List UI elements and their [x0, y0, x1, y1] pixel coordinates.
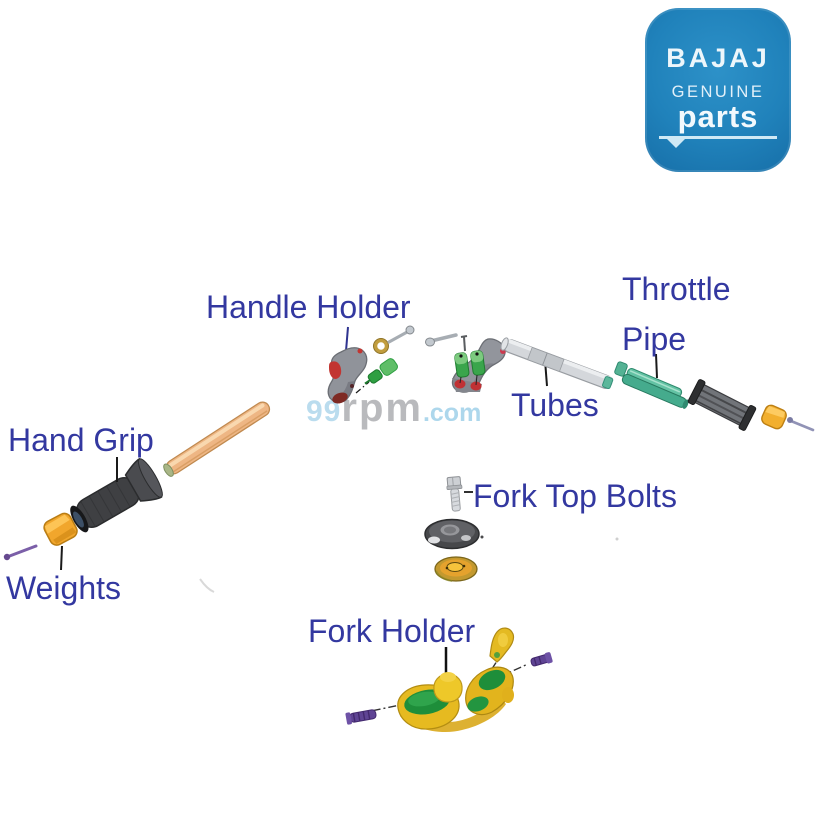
label-tubes: Tubes [511, 387, 599, 423]
hand-grip-part [70, 457, 163, 533]
right-grip-sleeve-part [687, 379, 757, 431]
scratch-mark [199, 578, 215, 593]
fork-tube-part [500, 337, 614, 390]
green-collar-part [614, 361, 628, 377]
watermark-rpm: rpm [341, 386, 423, 430]
label-weights: Weights [6, 570, 122, 606]
dark-washer-part [424, 518, 484, 550]
handle-holder-right-part [451, 338, 506, 393]
throttle-pipe-leader-line [655, 353, 658, 379]
speck-mark [615, 537, 619, 541]
label-throttle-pipe: Throttle Pipe [622, 264, 730, 364]
label-throttle-line2: Pipe [622, 321, 687, 357]
right-screw-part [787, 417, 815, 432]
bajaj-genuine-parts-logo: BAJAJ GENUINE parts [645, 8, 791, 172]
logo-underline [659, 136, 777, 148]
logo-arrow-icon [667, 139, 685, 148]
label-fork-top-bolts: Fork Top Bolts [473, 478, 677, 514]
left-weight-part [43, 512, 78, 546]
throttle-pipe-part [621, 368, 689, 409]
fork-holder-bolt-left-part [345, 709, 377, 725]
fork-top-bolt-part [446, 476, 463, 512]
label-throttle-line1: Throttle [622, 271, 731, 307]
weights-leader-line [60, 545, 63, 571]
gold-washer-part [373, 338, 389, 354]
right-weight-part [761, 404, 787, 430]
handlebar-tube-part [163, 401, 271, 477]
yellow-washer-part [434, 556, 478, 582]
logo-brand-text: BAJAJ [666, 43, 770, 73]
logo-parts-text: parts [677, 99, 759, 134]
silver-bolt-right-part [425, 333, 468, 352]
fork-holder-bolt-right-part [530, 652, 553, 667]
watermark-com: .com [422, 399, 482, 427]
left-screw-part [3, 544, 38, 561]
silver-bolt-left-part [387, 325, 415, 344]
handle-holder-leader-line [345, 326, 349, 352]
fork-holder-part [356, 627, 529, 733]
logo-genuine-text: GENUINE [671, 83, 765, 101]
label-fork-holder: Fork Holder [308, 613, 476, 649]
label-handle-holder: Handle Holder [206, 289, 411, 325]
green-bolt-left-part [355, 358, 398, 394]
label-hand-grip: Hand Grip [8, 422, 154, 458]
handle-holder-left-part [327, 347, 368, 404]
